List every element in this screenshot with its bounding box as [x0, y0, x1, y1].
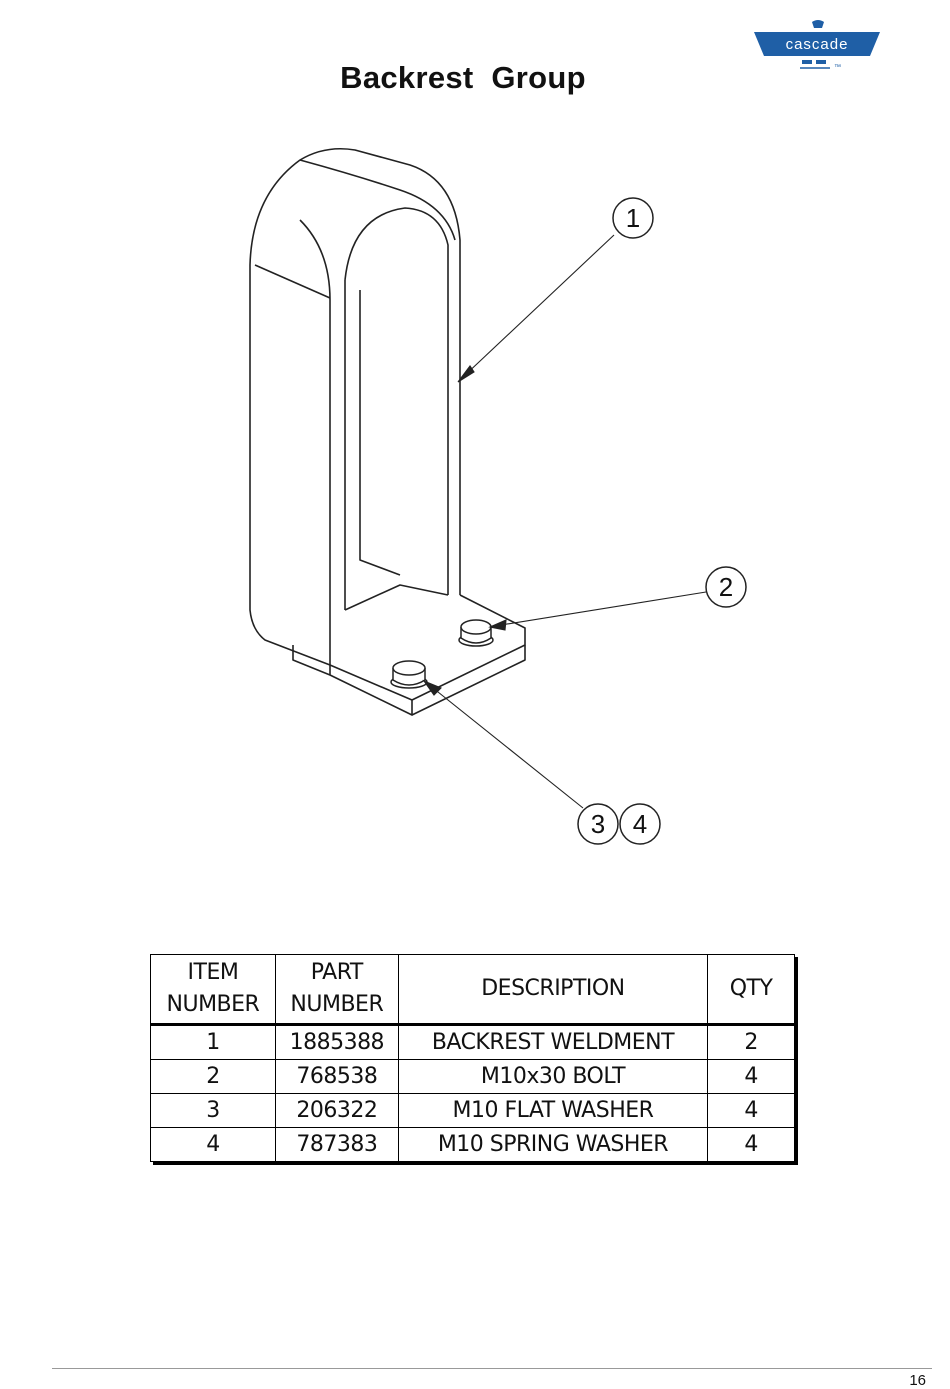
part-number-cell: 1885388 [274, 1023, 399, 1060]
qty-cell: 4 [707, 1127, 795, 1162]
qty-cell: 4 [707, 1093, 795, 1128]
callout-1: 1 [626, 203, 640, 233]
qty-cell: 2 [707, 1023, 795, 1060]
page-number: 16 [909, 1372, 926, 1389]
callout-bubbles [577, 197, 747, 845]
description-cell: M10 SPRING WASHER [397, 1127, 709, 1162]
leader-lines [422, 234, 707, 809]
logo-wordmark: cascade [786, 36, 849, 53]
callout-4: 4 [633, 809, 647, 839]
footer-divider [52, 1368, 932, 1369]
part-number-cell: 768538 [274, 1059, 399, 1094]
item-number-cell: 2 [150, 1059, 276, 1094]
table-row: 2 768538 M10x30 BOLT 4 [150, 1059, 795, 1094]
table-row: 4 787383 M10 SPRING WASHER 4 [150, 1127, 795, 1162]
table-header-row: ITEM NUMBER PART NUMBER DESCRIPTION QTY [150, 954, 795, 1025]
item-number-cell: 4 [150, 1127, 276, 1162]
page-title: Backrest Group [340, 60, 586, 95]
description-cell: M10x30 BOLT [397, 1059, 709, 1094]
header-qty: QTY [707, 954, 795, 1025]
backrest-exploded-drawing: 1 2 3 4 [249, 147, 747, 845]
callout-2: 2 [719, 572, 733, 602]
description-cell: BACKREST WELDMENT [397, 1023, 709, 1060]
header-item-number: ITEM NUMBER [150, 954, 276, 1025]
callout-3: 3 [591, 809, 605, 839]
parts-list-table: ITEM NUMBER PART NUMBER DESCRIPTION QTY … [150, 954, 795, 1162]
table-row: 1 1885388 BACKREST WELDMENT 2 [150, 1023, 795, 1060]
backrest-weldment-outline [249, 147, 526, 716]
trademark-mark: ™ [834, 64, 841, 71]
description-cell: M10 FLAT WASHER [397, 1093, 709, 1128]
bolt-heads [390, 619, 494, 689]
item-number-cell: 1 [150, 1023, 276, 1060]
part-number-cell: 787383 [274, 1127, 399, 1162]
table-row: 3 206322 M10 FLAT WASHER 4 [150, 1093, 795, 1128]
item-number-cell: 3 [150, 1093, 276, 1128]
cascade-logo: cascade ™ [754, 20, 880, 71]
header-part-number: PART NUMBER [274, 954, 399, 1025]
part-number-cell: 206322 [274, 1093, 399, 1128]
qty-cell: 4 [707, 1059, 795, 1094]
header-description: DESCRIPTION [397, 954, 709, 1025]
